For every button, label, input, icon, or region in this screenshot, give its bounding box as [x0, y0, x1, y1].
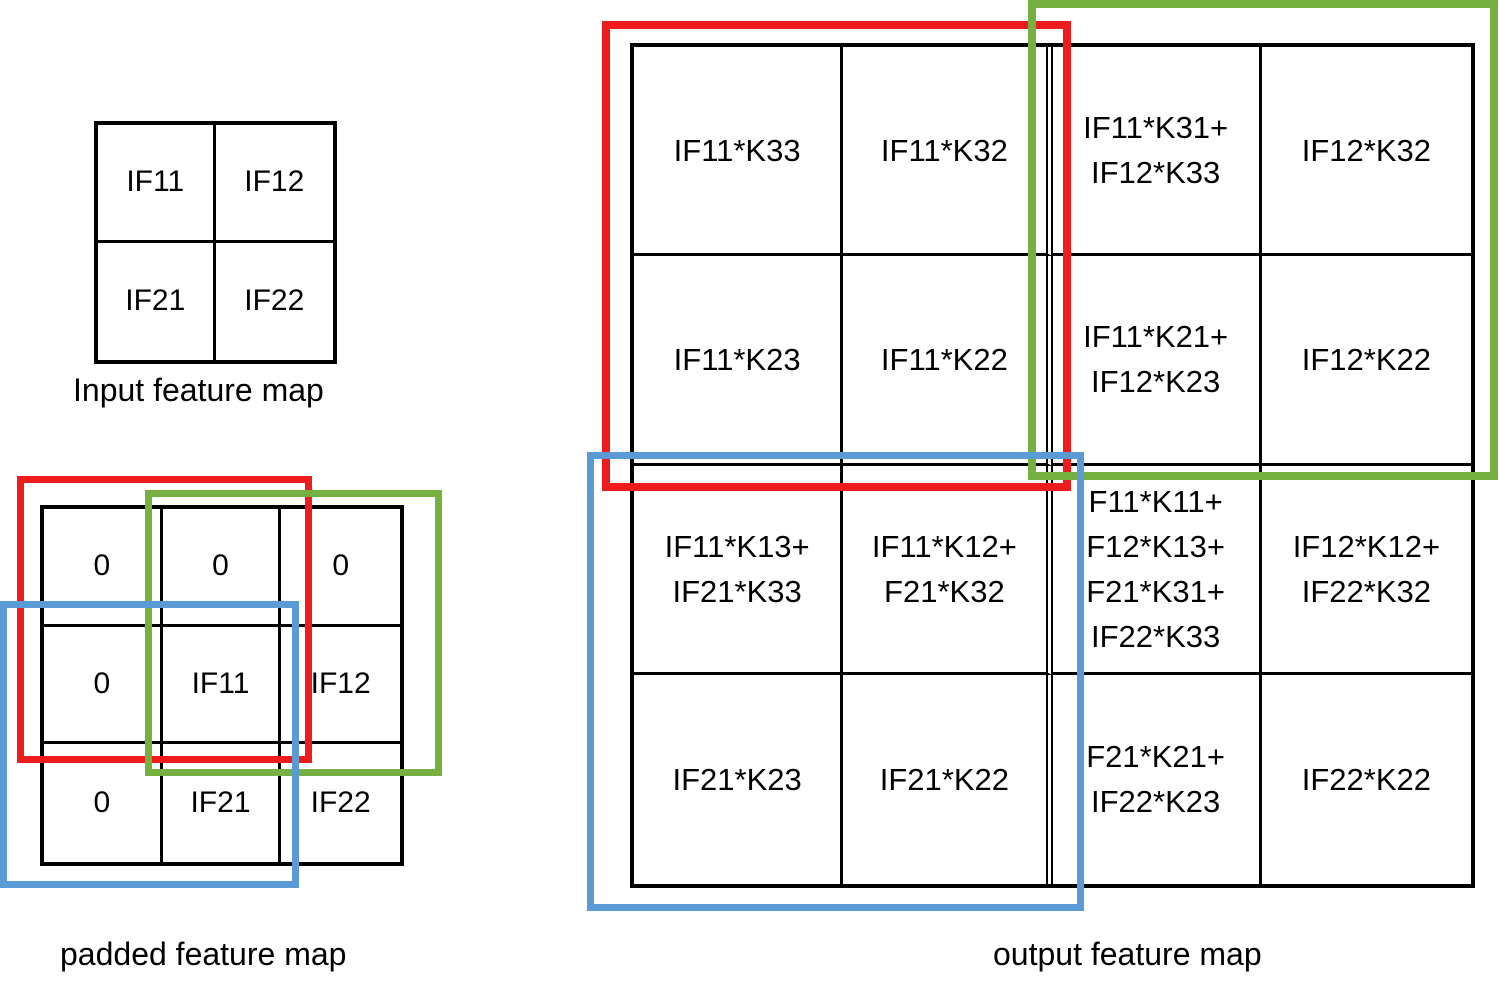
output-cell: IF11*K31+ IF12*K33 — [1052, 47, 1262, 257]
output-red-window — [602, 21, 1071, 491]
output-cell: IF22*K22 — [1301, 761, 1431, 797]
output-cell: IF21*K22 — [843, 674, 1053, 884]
output-blue-window — [587, 452, 1084, 911]
output-cell: F21*K21+ IF22*K23 — [1053, 674, 1262, 884]
padded-cell: 0 — [162, 509, 282, 627]
input-feature-map-grid: IF11 IF12 IF21 IF22 — [94, 121, 337, 364]
output-feature-map-grid: IF11*K33 IF11*K32 IF11*K31+ IF12*K33 IF1… — [630, 43, 1475, 888]
input-cell: IF21 — [98, 242, 216, 360]
output-feature-map-caption: output feature map — [993, 936, 1262, 972]
input-cell: IF11 — [98, 125, 216, 243]
padded-red-window — [17, 476, 312, 763]
output-green-window — [1028, 0, 1498, 480]
padded-cell: IF11 — [162, 626, 282, 745]
output-cell: IF11*K21+ IF12*K23 — [1052, 256, 1262, 466]
padded-cell: 0 — [44, 626, 163, 745]
padded-blue-window — [0, 601, 299, 888]
output-cell: IF11*K32 — [843, 47, 1053, 257]
padded-feature-map-caption: padded feature map — [60, 936, 347, 972]
input-feature-map-caption: Input feature map — [73, 372, 324, 408]
padded-cell: 0 — [281, 509, 400, 627]
output-cell: IF12*K12+ IF22*K32 — [1261, 466, 1471, 675]
output-cell: IF11*K12+ F21*K32 — [843, 465, 1053, 675]
output-cell: IF11*K22 — [843, 256, 1053, 466]
output-cell: F11*K11+ F12*K13+ F21*K31+ IF22*K33 — [1052, 465, 1262, 675]
input-cell: IF12 — [215, 125, 333, 243]
output-cell: IF11*K13+ IF21*K33 — [634, 465, 844, 675]
output-cell: IF12*K32 — [1261, 47, 1471, 257]
output-cell: IF12*K22 — [1261, 256, 1471, 466]
output-cell: IF11*K23 — [634, 256, 844, 466]
input-cell: IF22 — [244, 284, 305, 318]
padded-cell: IF12 — [281, 627, 400, 745]
padded-feature-map-grid: 0 0 0 0 IF11 IF12 0 IF21 IF22 — [40, 505, 404, 866]
output-cell: IF11*K33 — [634, 47, 844, 257]
padded-cell: IF22 — [310, 786, 371, 820]
padded-cell: IF21 — [163, 744, 282, 862]
padded-cell: 0 — [44, 744, 163, 862]
output-cell: IF21*K23 — [634, 674, 844, 884]
padded-cell: 0 — [44, 509, 163, 627]
